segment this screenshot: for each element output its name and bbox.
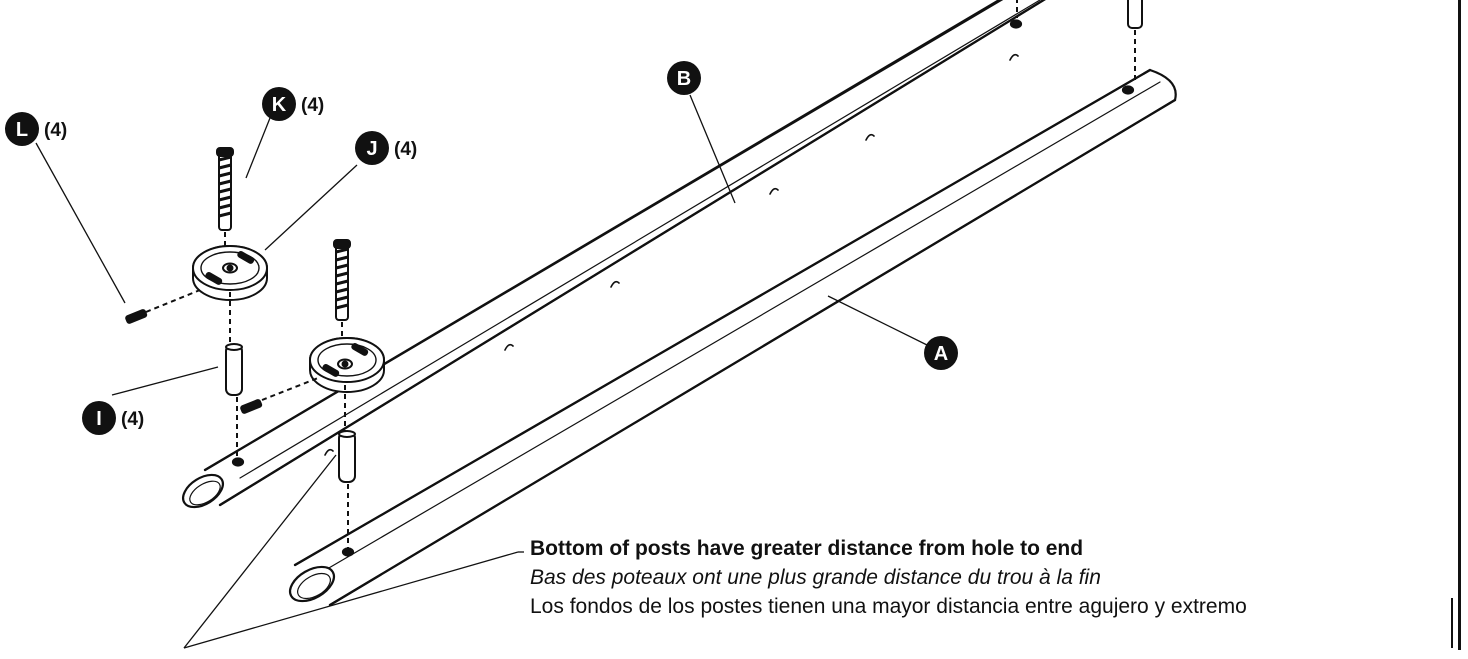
callout-j: J (4) [355, 131, 417, 165]
callout-b: B [667, 61, 701, 95]
part-letter-l: L [16, 119, 28, 141]
note-french: Bas des poteaux ont une plus grande dist… [530, 566, 1101, 589]
foot-assembly-right [240, 239, 385, 548]
quantity-k: (4) [301, 95, 324, 116]
upper-dowel [1016, 0, 1143, 82]
callout-l: L (4) [5, 112, 67, 146]
leader-lines [35, 94, 928, 649]
note-spanish: Los fondos de los postes tienen una mayo… [530, 595, 1247, 618]
callout-k: K (4) [262, 87, 324, 121]
quantity-l: (4) [44, 120, 67, 141]
note-end-rule [1451, 598, 1453, 648]
part-letter-k: K [272, 94, 287, 116]
part-letter-b: B [677, 68, 691, 90]
note-english: Bottom of posts have greater distance fr… [530, 537, 1084, 560]
foot-assembly-left [125, 147, 268, 458]
post-a [288, 68, 1177, 607]
quantity-i: (4) [121, 409, 144, 430]
post-b [182, 0, 1046, 509]
page-border-rule [1458, 0, 1461, 650]
post-orientation-note: Bottom of posts have greater distance fr… [530, 534, 1247, 621]
callout-a: A [924, 336, 958, 370]
callout-i: I (4) [82, 401, 144, 435]
part-letter-j: J [366, 138, 377, 160]
part-letter-i: I [96, 408, 102, 430]
quantity-j: (4) [394, 139, 417, 160]
part-letter-a: A [934, 343, 948, 365]
